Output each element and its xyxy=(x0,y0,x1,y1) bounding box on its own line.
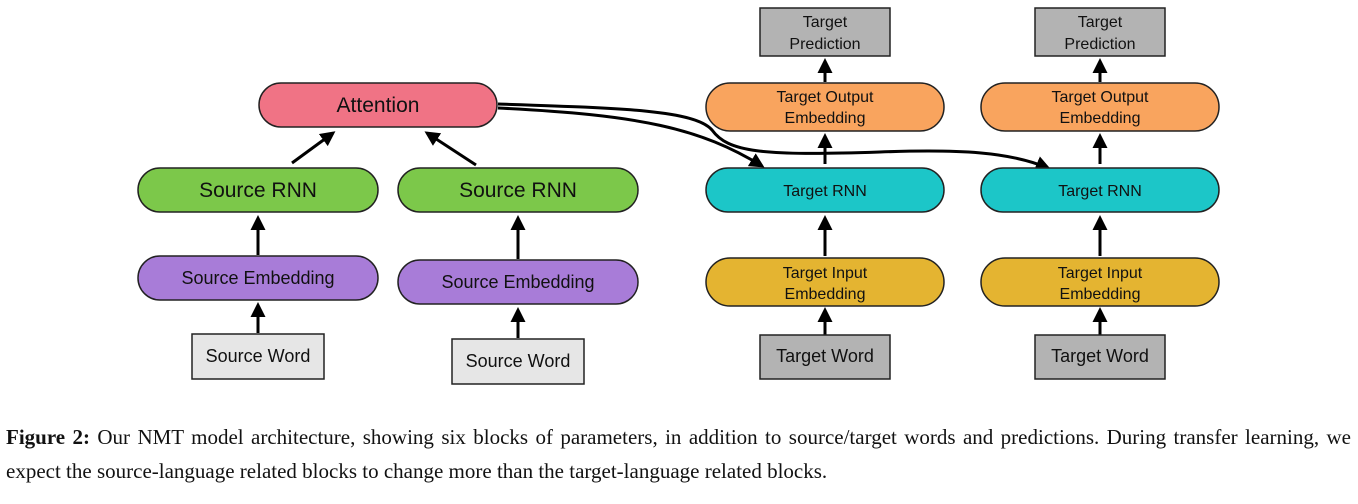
target-input-embedding-shape-2 xyxy=(980,257,1220,307)
target-input-embedding-label-1-line-1: Target Input xyxy=(783,265,868,282)
figure-caption: Figure 2: Our NMT model architecture, sh… xyxy=(6,420,1351,488)
edge-attention-to-target-rnn-1 xyxy=(497,106,765,168)
edge-source-rnn-1-to-attention xyxy=(291,131,336,165)
target-input-embedding-label-2-line-2: Embedding xyxy=(1060,286,1141,303)
source-embedding-shape-1 xyxy=(137,255,379,301)
source-word-shape-1 xyxy=(191,333,325,380)
target-output-embedding-shape-1 xyxy=(705,82,945,132)
target-prediction-box-1: Target Prediction xyxy=(759,7,891,57)
target-output-embedding-label-2-line-1: Target Output xyxy=(1052,89,1150,106)
target-input-embedding-block-1: Target Input Embedding xyxy=(705,257,945,307)
target-rnn-label-2: Target RNN xyxy=(1058,183,1142,200)
target-input-embedding-shape-1 xyxy=(705,257,945,307)
target-output-embedding-shape-2 xyxy=(980,82,1220,132)
target-prediction-shape-1 xyxy=(759,7,891,57)
target-word-label-2: Target Word xyxy=(1051,346,1149,366)
source-word-box-1: Source Word xyxy=(191,333,325,380)
target-output-embedding-block-2: Target Output Embedding xyxy=(980,82,1220,132)
target-word-box-1: Target Word xyxy=(759,334,891,380)
attention-label: Attention xyxy=(337,94,420,117)
target-rnn-label-1: Target RNN xyxy=(783,183,867,200)
edge-source-rnn-2-to-attention xyxy=(424,131,477,167)
attention-block: Attention xyxy=(258,82,498,128)
target-input-embedding-block-2: Target Input Embedding xyxy=(980,257,1220,307)
target-input-embedding-label-2-line-1: Target Input xyxy=(1058,265,1143,282)
target-prediction-label-1-line-2: Prediction xyxy=(789,36,860,53)
source-embedding-shape-2 xyxy=(397,259,639,305)
edge-attention-to-target-rnn-2 xyxy=(497,102,1051,171)
source-rnn-shape-2 xyxy=(397,167,639,213)
nmt-architecture-diagram: Attention Source RNN Source Embedding So… xyxy=(137,7,1220,385)
source-embedding-label-1: Source Embedding xyxy=(181,268,334,288)
target-word-box-2: Target Word xyxy=(1034,334,1166,380)
target-prediction-box-2: Target Prediction xyxy=(1034,7,1166,57)
target-rnn-block-2: Target RNN xyxy=(980,167,1220,213)
target-prediction-label-1-line-1: Target xyxy=(803,14,848,31)
target-prediction-label-2-line-1: Target xyxy=(1078,14,1123,31)
source-embedding-label-2: Source Embedding xyxy=(441,272,594,292)
figure-label: Figure 2: xyxy=(6,425,90,449)
target-word-shape-2 xyxy=(1034,334,1166,380)
source-rnn-label-1: Source RNN xyxy=(199,179,317,202)
target-word-label-1: Target Word xyxy=(776,346,874,366)
target-prediction-shape-2 xyxy=(1034,7,1166,57)
source-embedding-block-2: Source Embedding xyxy=(397,259,639,305)
source-word-label-2: Source Word xyxy=(466,351,571,371)
source-word-box-2: Source Word xyxy=(451,338,585,385)
target-output-embedding-label-2-line-2: Embedding xyxy=(1060,110,1141,127)
source-embedding-block-1: Source Embedding xyxy=(137,255,379,301)
target-rnn-shape-2 xyxy=(980,167,1220,213)
target-rnn-block-1: Target RNN xyxy=(705,167,945,213)
source-rnn-block-1: Source RNN xyxy=(137,167,379,213)
source-word-label-1: Source Word xyxy=(206,346,311,366)
target-input-embedding-label-1-line-2: Embedding xyxy=(785,286,866,303)
figure-caption-text: Our NMT model architecture, showing six … xyxy=(6,425,1351,483)
source-rnn-shape-1 xyxy=(137,167,379,213)
source-word-shape-2 xyxy=(451,338,585,385)
source-rnn-block-2: Source RNN xyxy=(397,167,639,213)
target-output-embedding-block-1: Target Output Embedding xyxy=(705,82,945,132)
target-output-embedding-label-1-line-2: Embedding xyxy=(785,110,866,127)
source-rnn-label-2: Source RNN xyxy=(459,179,577,202)
attention-shape xyxy=(258,82,498,128)
target-output-embedding-label-1-line-1: Target Output xyxy=(777,89,875,106)
target-word-shape-1 xyxy=(759,334,891,380)
target-prediction-label-2-line-2: Prediction xyxy=(1064,36,1135,53)
target-rnn-shape-1 xyxy=(705,167,945,213)
